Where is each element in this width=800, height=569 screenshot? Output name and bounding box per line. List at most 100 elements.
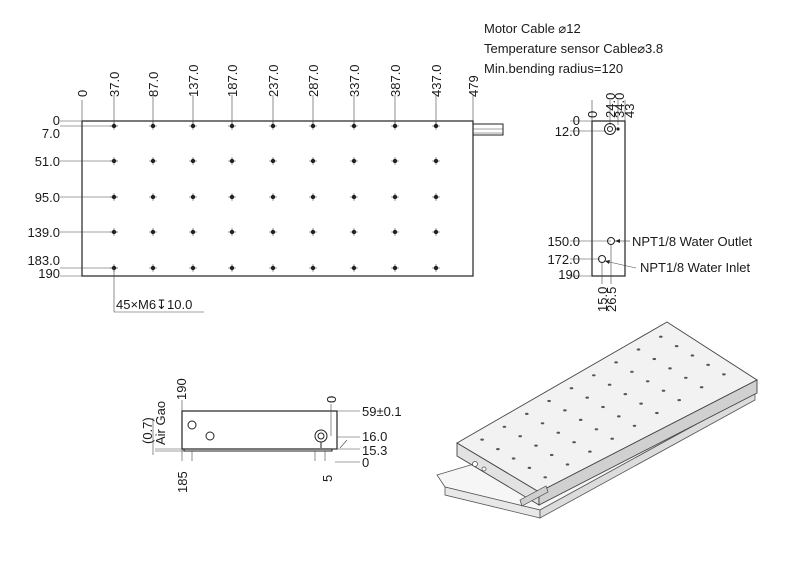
x-dim-237: 237.0 [266, 64, 281, 97]
isometric-hole [549, 453, 554, 457]
mounting-hole [228, 228, 236, 236]
end-dim-59: 59±0.1 [362, 404, 402, 419]
y-dim-0: 0 [53, 113, 60, 128]
end-dim-190: 190 [174, 378, 189, 400]
isometric-hole [684, 376, 688, 379]
isometric-hole [565, 463, 570, 466]
isometric-hole [706, 363, 710, 366]
mounting-hole [391, 264, 399, 272]
isometric-hole [614, 361, 618, 364]
end-view-body [181, 410, 338, 450]
mounting-hole [189, 264, 197, 272]
mounting-hole [228, 122, 236, 130]
mounting-hole [269, 157, 277, 165]
cable-notes: Motor Cable ⌀12 Temperature sensor Cable… [484, 21, 663, 76]
mounting-hole [309, 193, 317, 201]
isometric-hole [543, 476, 547, 479]
mounting-hole [110, 228, 118, 236]
isometric-hole [636, 348, 641, 351]
y-dim-51: 51.0 [35, 154, 60, 169]
y-dim-139: 139.0 [27, 225, 60, 240]
bending-radius-note: Min.bending radius=120 [484, 61, 623, 76]
side-view: 0 24.0 34.0 43 0 12.0 150.0 172.0 190 15… [547, 93, 752, 312]
y-dim-183: 183.0 [27, 253, 60, 268]
isometric-hole [623, 393, 628, 396]
end-port-1-icon [187, 420, 197, 430]
x-dim-337: 337.0 [347, 64, 362, 97]
isometric-hole [661, 389, 666, 392]
isometric-hole [645, 380, 650, 383]
isometric-hole [578, 418, 583, 421]
isometric-hole [569, 387, 574, 390]
cable-gland-icon [604, 123, 616, 135]
isometric-hole [540, 422, 545, 425]
mounting-hole [350, 122, 358, 130]
x-dim-0: 0 [75, 90, 90, 97]
isometric-hole [592, 374, 596, 377]
isometric-hole [722, 373, 726, 376]
end-bottom-five: 5 [320, 475, 335, 482]
isometric-hole [659, 335, 663, 338]
mounting-hole [432, 122, 440, 130]
side-x-dim-24: 24.0 [603, 93, 618, 118]
isometric-hole [617, 415, 621, 418]
mounting-hole [309, 264, 317, 272]
mounting-hole [309, 122, 317, 130]
side-y-dim-0: 0 [573, 113, 580, 128]
isometric-hole [480, 438, 484, 441]
air-gap-label: Air Gao [153, 401, 168, 445]
x-dim-187: 187.0 [225, 64, 240, 97]
isometric-hole [511, 457, 516, 460]
water-outlet-icon [607, 237, 615, 245]
cable-stub [472, 123, 504, 136]
side-y-dim-172: 172.0 [547, 252, 580, 267]
mounting-hole [110, 157, 118, 165]
mounting-hole [149, 264, 157, 272]
y-dim-7: 7.0 [42, 126, 60, 141]
x-dim-479: 479 [466, 75, 481, 97]
isometric-hole [610, 437, 614, 440]
air-gap-value: (0.7) [140, 417, 155, 444]
isometric-hole [518, 435, 522, 438]
side-x-dim-0: 0 [585, 111, 600, 118]
mounting-hole [228, 157, 236, 165]
isometric-hole [547, 399, 551, 403]
mounting-hole [391, 157, 399, 165]
mounting-hole [432, 228, 440, 236]
side-x-dim-43: 43 [622, 104, 637, 118]
mounting-hole [189, 228, 197, 236]
end-dim-0: 0 [362, 455, 369, 470]
y-dim-190: 190 [38, 266, 60, 281]
isometric-hole [690, 354, 695, 357]
x-dim-137: 137.0 [186, 64, 201, 97]
mounting-hole [269, 193, 277, 201]
isometric-hole [525, 412, 529, 415]
water-inlet-icon [598, 255, 606, 263]
x-dim-87: 87.0 [146, 72, 161, 97]
isometric-hole [496, 448, 500, 451]
mounting-hole [269, 122, 277, 130]
mounting-hole [350, 228, 358, 236]
x-dim-387: 387.0 [388, 64, 403, 97]
end-view: 59±0.1 16.0 15.3 0 0 5 (0.7) Air Gao 190… [140, 378, 402, 493]
side-x-dim-34: 34.0 [612, 93, 627, 118]
isometric-view [436, 321, 758, 519]
x-dim-37: 37.0 [107, 72, 122, 97]
isometric-hole [655, 411, 659, 415]
mounting-hole [350, 264, 358, 272]
mounting-hole [391, 122, 399, 130]
isometric-hole-grid [480, 335, 726, 479]
isometric-hole [572, 441, 576, 444]
side-bottom-dim-15: 15.0 [595, 287, 610, 312]
hole-callout: 45×M6↧10.0 [116, 297, 192, 312]
isometric-hole [585, 396, 589, 399]
mounting-hole [391, 193, 399, 201]
y-dim-95: 95.0 [35, 190, 60, 205]
mounting-hole [269, 228, 277, 236]
mounting-hole [432, 193, 440, 201]
isometric-hole [588, 450, 592, 453]
isometric-hole [534, 444, 538, 447]
water-outlet-label: NPT1/8 Water Outlet [632, 234, 753, 249]
mounting-hole [189, 193, 197, 201]
end-dim-185: 185 [175, 471, 190, 493]
